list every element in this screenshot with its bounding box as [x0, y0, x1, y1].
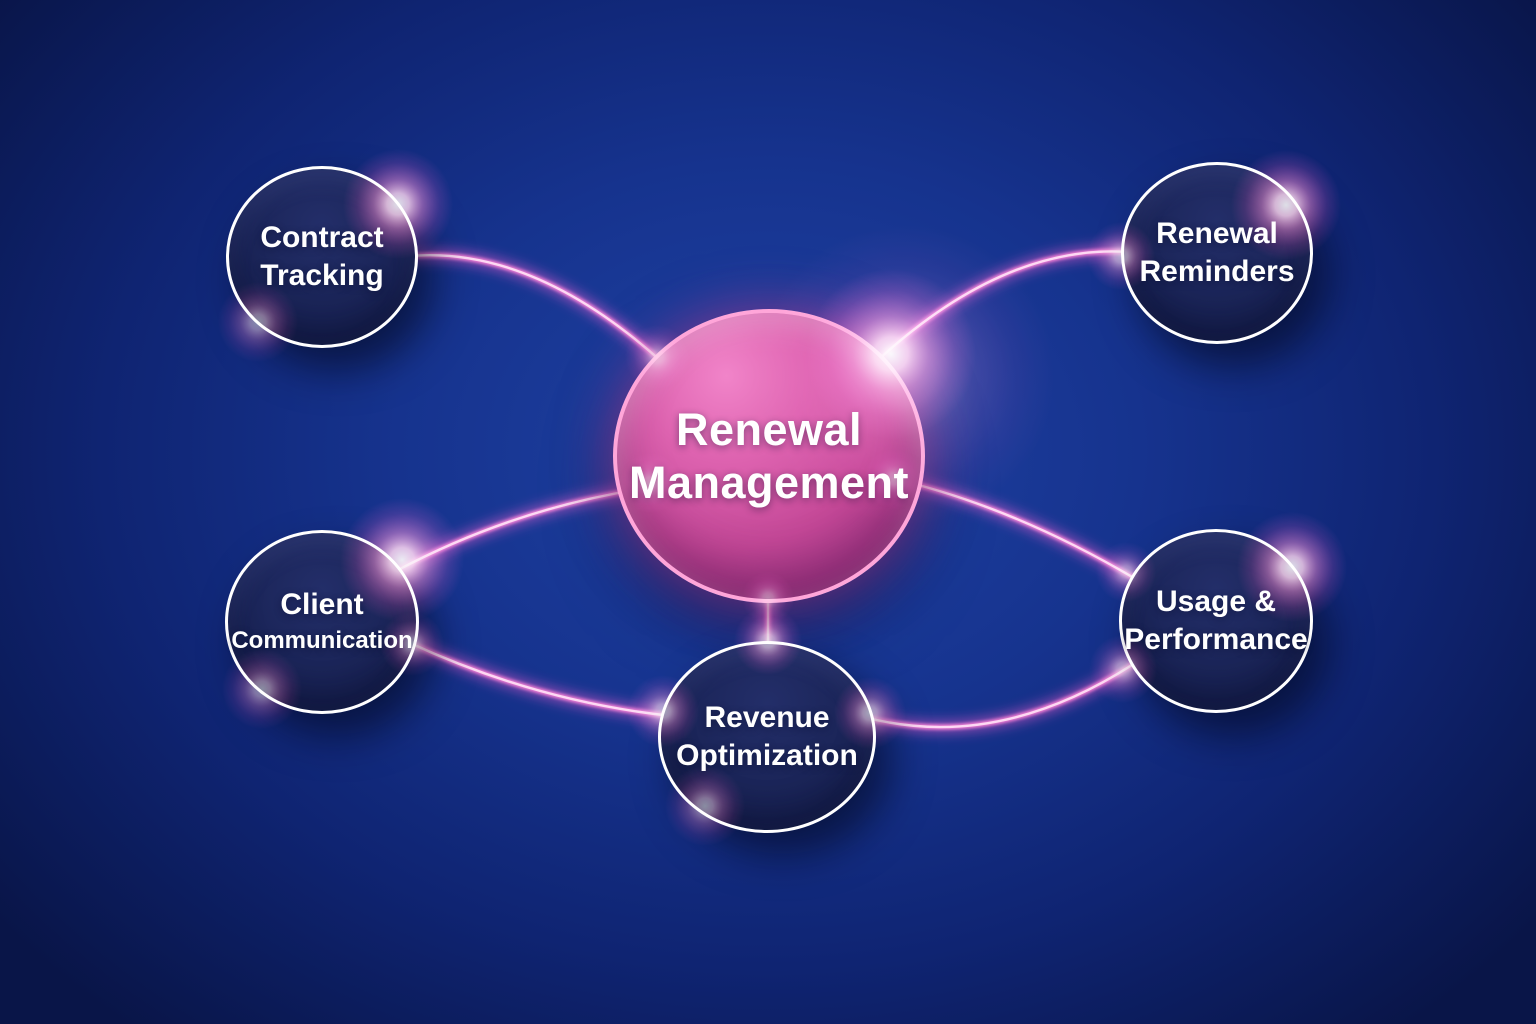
node-label: Contract Tracking: [260, 219, 383, 295]
node-label-line2: Communication: [231, 627, 413, 654]
node-label: Client Communication: [231, 586, 412, 658]
node-label-line1: Usage &: [1155, 585, 1277, 618]
center-label-line2: Management: [628, 457, 910, 508]
node-renewal-management: Renewal Management: [613, 309, 925, 603]
node-label-line1: Client: [280, 588, 364, 621]
center-label-line1: Renewal: [675, 404, 863, 455]
node-renewal-reminders: Renewal Reminders: [1121, 162, 1313, 344]
node-label-line2: Reminders: [1139, 255, 1295, 288]
node-label-line1: Renewal: [1156, 217, 1278, 250]
node-label-line2: Optimization: [676, 739, 858, 772]
node-label: Renewal Reminders: [1139, 215, 1294, 291]
node-revenue-optimization: Revenue Optimization: [658, 641, 876, 833]
node-label-line1: Revenue: [704, 701, 830, 734]
node-client-communication: Client Communication: [225, 530, 419, 714]
center-node-label: Renewal Management: [629, 403, 909, 509]
node-label-line2: Performance: [1124, 623, 1308, 656]
node-label-line1: Contract: [260, 221, 384, 254]
node-contract-tracking: Contract Tracking: [226, 166, 418, 348]
node-label: Usage & Performance: [1124, 583, 1307, 659]
node-label-line2: Tracking: [260, 259, 384, 292]
node-label: Revenue Optimization: [676, 699, 858, 775]
node-usage-performance: Usage & Performance: [1119, 529, 1313, 713]
